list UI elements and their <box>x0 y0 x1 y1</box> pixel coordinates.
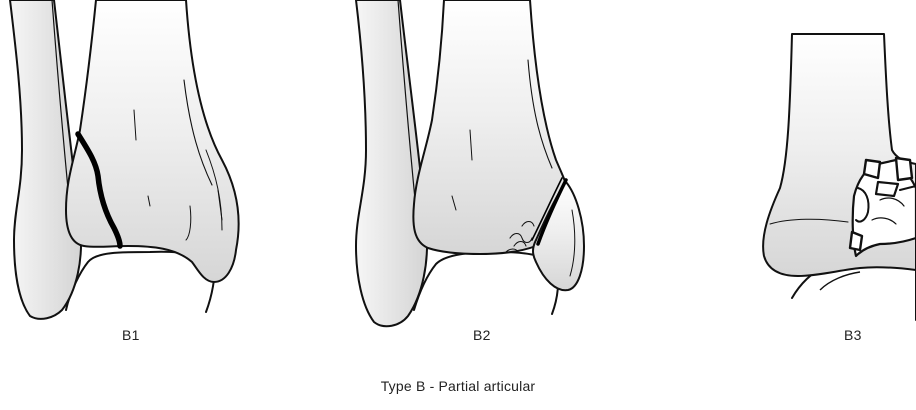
panel-label-b1: B1 <box>122 327 140 343</box>
panel-b1-illustration <box>10 0 239 319</box>
tibia-b1 <box>66 0 239 282</box>
panel-label-b2: B2 <box>473 327 491 343</box>
panel-label-b3: B3 <box>844 327 862 343</box>
fibula-b2 <box>356 0 427 326</box>
panel-b2-illustration <box>356 0 584 326</box>
fibula-b1 <box>10 0 81 319</box>
figure-caption: Type B - Partial articular <box>0 378 916 394</box>
